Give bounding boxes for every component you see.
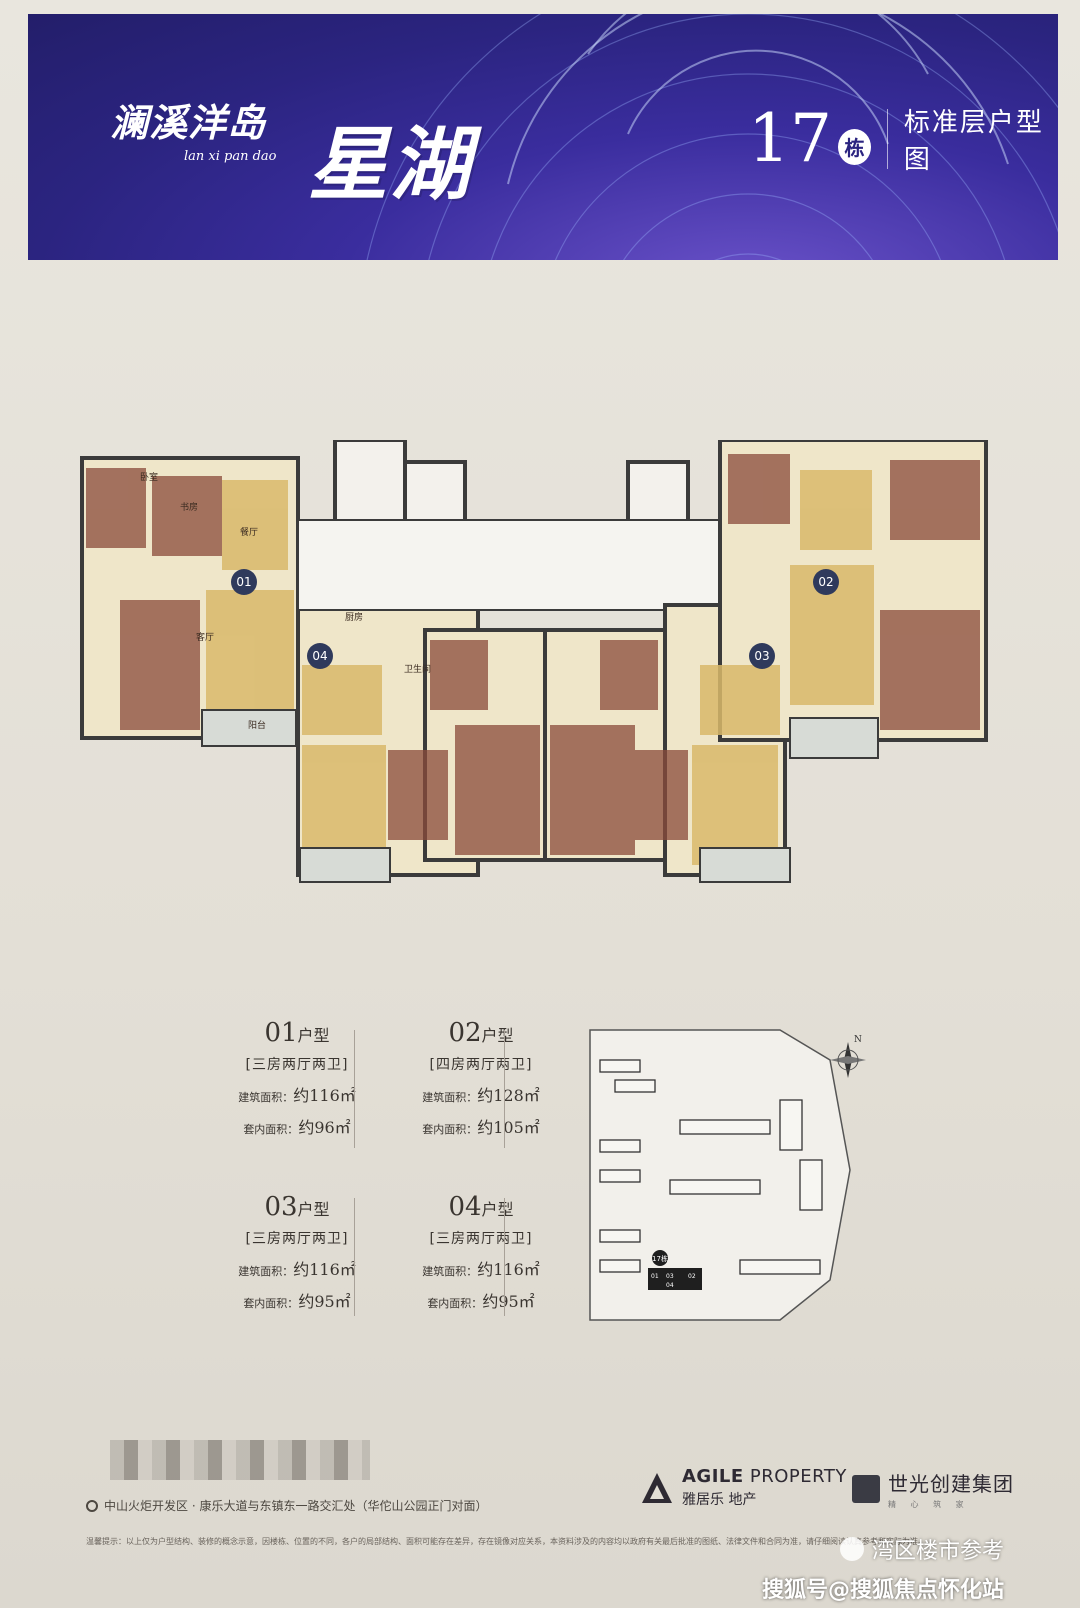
gfa-label: 建筑面积： [238, 1265, 294, 1278]
gfa-label: 建筑面积： [238, 1091, 294, 1104]
agile-name: PROPERTY [743, 1466, 847, 1487]
building-unit-badge: 栋 [837, 128, 871, 165]
plan-title: 标准层户型图 [903, 107, 1044, 175]
partner-slogan: 精 心 筑 家 [888, 1500, 970, 1509]
unit-02-marker: 02 [818, 575, 833, 589]
net-value: 约95㎡ [298, 1292, 351, 1311]
net-value: 约105㎡ [477, 1118, 540, 1137]
header-banner: 澜溪洋岛 lan xi pan dao 星湖 17 栋 标准层户型图 [28, 14, 1058, 260]
unit-04-marker: 04 [312, 649, 327, 663]
wechat-icon [840, 1537, 864, 1561]
gfa-label: 建筑面积： [422, 1091, 478, 1104]
spec-divider [504, 1030, 505, 1148]
building-heading: 17 栋 标准层户型图 [748, 100, 1058, 177]
unit-01-marker: 01 [236, 575, 251, 589]
disclaimer: 温馨提示：以上仅为户型结构、装修的概念示意，因楼栋、位置的不同，各户的局部结构、… [86, 1537, 926, 1546]
spec-divider [354, 1198, 355, 1316]
watermark-line1: 湾区楼市参考 [840, 1533, 1004, 1565]
unit-rooms: [三房两厅两卫] [429, 1231, 533, 1247]
living-label: 客厅 [196, 631, 214, 643]
unit-rooms: [三房两厅两卫] [245, 1231, 349, 1247]
agile-name-bold: AGILE [682, 1466, 744, 1487]
address: 中山火炬开发区 · 康乐大道与东镇东一路交汇处（华佗山公园正门对面） [86, 1497, 487, 1514]
logo-pinyin: lan xi pan dao [184, 149, 277, 164]
star-trail-graphic [366, 14, 1058, 260]
unit-spec-01: 01户型 [三房两厅两卫] 建筑面积：约116㎡ 套内面积：约96㎡ [182, 1018, 412, 1138]
net-value: 约96㎡ [298, 1118, 351, 1137]
unit-suffix: 户型 [297, 1026, 330, 1045]
agile-logo: AGILE PROPERTY 雅居乐 地产 [640, 1466, 847, 1509]
unit-spec-04: 04户型 [三房两厅两卫] 建筑面积：约116㎡ 套内面积：约95㎡ [366, 1192, 596, 1312]
partner-logo: 世光创建集团 精 心 筑 家 [852, 1468, 1014, 1510]
site-unit-tag: 02 [688, 1273, 696, 1280]
heading-divider [887, 108, 888, 169]
unit-spec-03: 03户型 [三房两厅两卫] 建筑面积：约116㎡ 套内面积：约95㎡ [182, 1192, 412, 1312]
unit-code: 03 [264, 1192, 298, 1222]
agile-cn-name: 雅居乐 地产 [682, 1492, 757, 1508]
building-number: 17 [748, 100, 832, 177]
gfa-value: 约116㎡ [293, 1260, 356, 1279]
spec-divider [354, 1030, 355, 1148]
kitchen-label: 厨房 [345, 611, 363, 623]
net-label: 套内面积： [243, 1297, 299, 1310]
partner-mark-icon [852, 1475, 880, 1503]
gfa-value: 约116㎡ [293, 1086, 356, 1105]
bedroom-label: 卧室 [140, 471, 158, 483]
bath-label: 卫生间 [404, 663, 431, 675]
gfa-value: 约128㎡ [477, 1086, 540, 1105]
watermark-text: 湾区楼市参考 [872, 1539, 1005, 1564]
dining-label: 餐厅 [240, 526, 258, 538]
site-unit-tag: 04 [666, 1282, 674, 1289]
project-name: 星湖 [308, 118, 472, 211]
unit-rooms: [三房两厅两卫] [245, 1057, 349, 1073]
floor-plan: 01 04 03 02 餐厅 书房 卧室 客厅 厨房 卫生间 阳台 [80, 440, 988, 883]
balcony-label: 阳台 [248, 719, 266, 731]
gfa-value: 约116㎡ [477, 1260, 540, 1279]
watermark-line2: 搜狐号@搜狐焦点怀化站 [762, 1578, 1005, 1603]
partner-name: 世光创建集团 [888, 1472, 1014, 1496]
site-plan: 17栋 01 03 04 02 N [589, 1029, 866, 1321]
redacted-contact [110, 1440, 370, 1480]
net-label: 套内面积： [243, 1123, 299, 1136]
unit-rooms: [四房两厅两卫] [429, 1057, 533, 1073]
net-label: 套内面积： [427, 1297, 483, 1310]
gfa-label: 建筑面积： [422, 1265, 478, 1278]
unit-suffix: 户型 [481, 1026, 514, 1045]
project-logo: 澜溪洋岛 lan xi pan dao [110, 92, 277, 164]
logo-chinese: 澜溪洋岛 [110, 100, 267, 145]
location-pin-icon [86, 1499, 98, 1512]
agile-mark-icon [642, 1472, 672, 1503]
address-text: 中山火炬开发区 · 康乐大道与东镇东一路交汇处（华佗山公园正门对面） [104, 1499, 488, 1513]
unit-03-marker: 03 [754, 649, 769, 663]
site-unit-tag: 01 [651, 1273, 659, 1280]
unit-suffix: 户型 [481, 1200, 514, 1219]
unit-suffix: 户型 [297, 1200, 330, 1219]
net-value: 约95㎡ [482, 1292, 535, 1311]
unit-spec-02: 02户型 [四房两厅两卫] 建筑面积：约128㎡ 套内面积：约105㎡ [366, 1018, 596, 1138]
north-label: N [854, 1035, 862, 1045]
unit-code: 01 [264, 1018, 298, 1048]
unit-code: 04 [448, 1192, 482, 1222]
study-label: 书房 [180, 501, 198, 513]
site-unit-tag: 03 [666, 1273, 674, 1280]
compass-icon: N [830, 1035, 866, 1078]
spec-divider [504, 1198, 505, 1316]
net-label: 套内面积： [422, 1123, 478, 1136]
unit-code: 02 [448, 1018, 482, 1048]
site-building-tag: 17栋 [652, 1254, 668, 1263]
